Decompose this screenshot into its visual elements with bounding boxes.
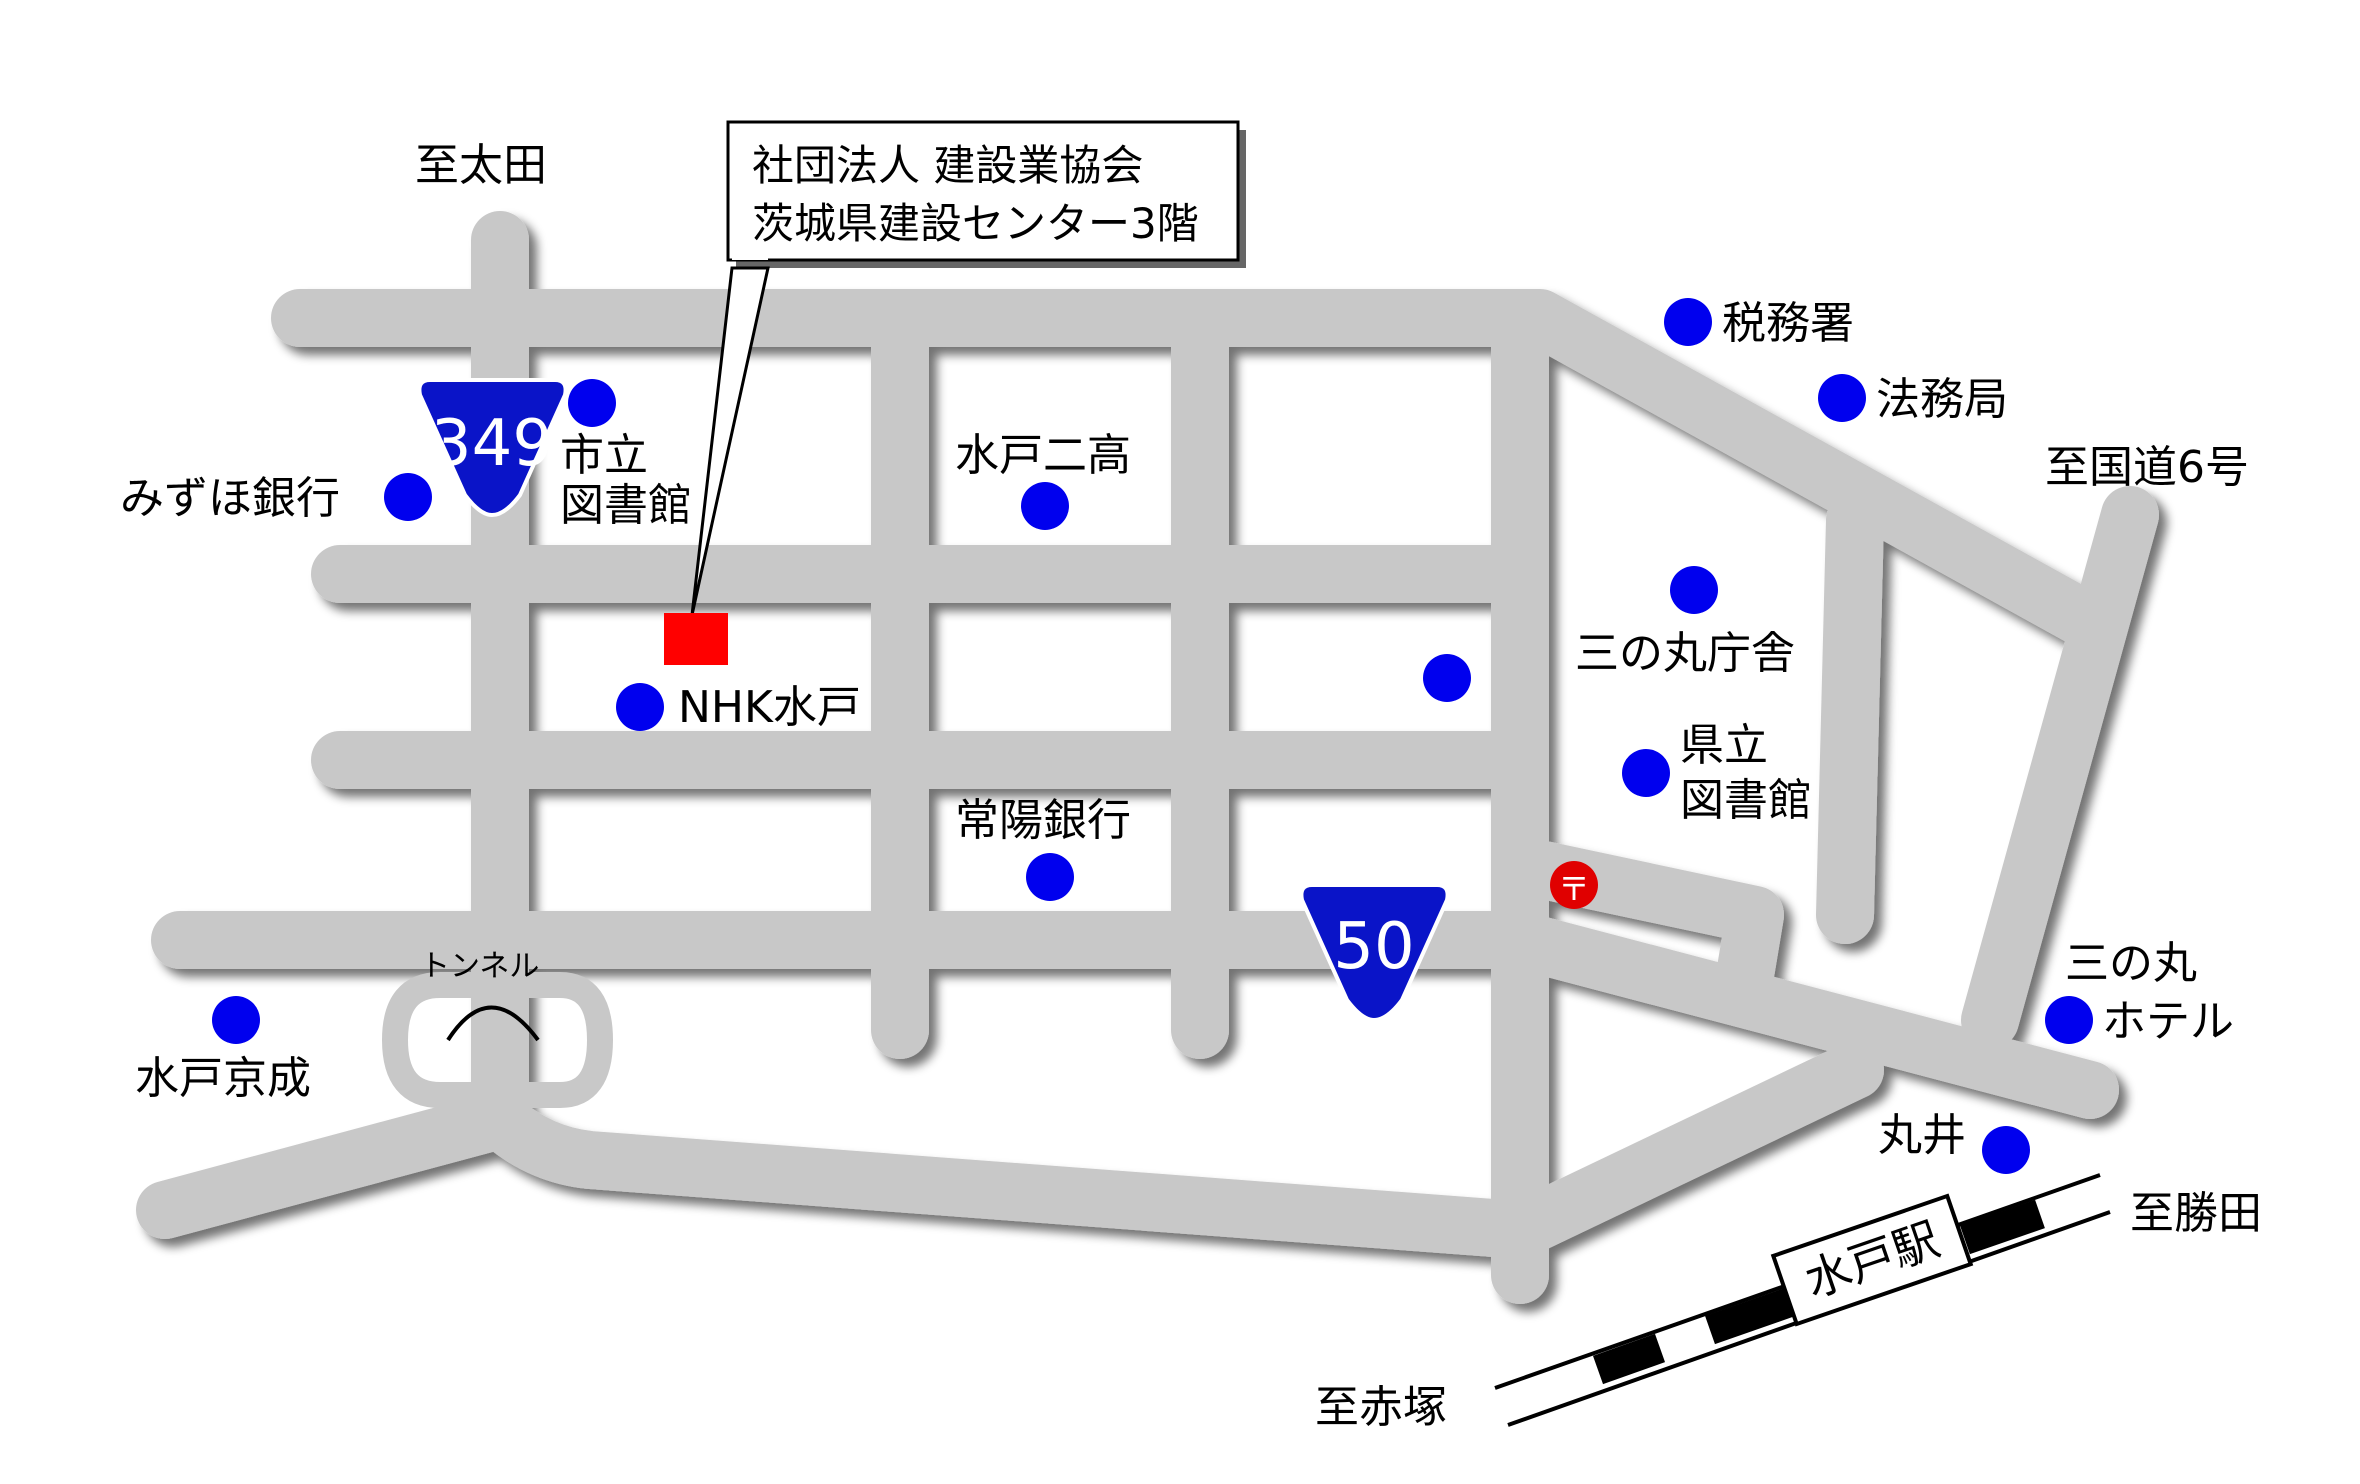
label-mito-nikou: 水戸二高 (955, 430, 1131, 481)
dot-pref-library (1622, 749, 1670, 797)
callout-line2: 茨城県建設センター3階 (752, 199, 1199, 248)
route-349-number: 349 (431, 407, 553, 481)
dot-sannomaru-office (1670, 566, 1718, 614)
label-pref-library-2: 図書館 (1680, 775, 1812, 826)
label-tax-office: 税務署 (1722, 298, 1854, 349)
route-50-number: 50 (1333, 910, 1414, 984)
callout-line1: 社団法人 建設業協会 (752, 141, 1143, 190)
route-50-shield: 50 (1299, 883, 1450, 1023)
dot-mito-nikou (1021, 482, 1069, 530)
road-inner-east (1816, 491, 1884, 944)
dot-joyo-bank (1026, 853, 1074, 901)
road-east (1961, 486, 2159, 1049)
dot-nhk (616, 683, 664, 731)
railway: 水戸駅 (1494, 1173, 2111, 1427)
station-sign: 水戸駅 (1770, 1193, 1974, 1327)
dot-legal-affairs (1818, 374, 1866, 422)
label-marui: 丸井 (1878, 1110, 1966, 1161)
dot-tax-office (1664, 298, 1712, 346)
label-sannomaru-hotel-1: 三の丸 (2065, 938, 2197, 989)
destination-marker (664, 613, 728, 665)
tunnel-label: トンネル (420, 949, 539, 984)
label-nhk: NHK水戸 (678, 682, 861, 733)
label-pref-library-1: 県立 (1680, 720, 1768, 771)
dot-mizuho (384, 473, 432, 521)
label-southeast: 至勝田 (2130, 1188, 2262, 1239)
labels: 至太田 至国道6号 至勝田 至赤塚 みずほ銀行 市立 図書館 水戸二高 NHK水… (120, 140, 2262, 1433)
label-sannomaru-office: 三の丸庁舎 (1575, 628, 1795, 679)
road-inner-diag (1491, 836, 1784, 1004)
dot-city-library (568, 379, 616, 427)
landmark-dots (212, 298, 2093, 1174)
post-office-icon: 〒 (1550, 861, 1598, 909)
dot-unnamed (1423, 654, 1471, 702)
svg-text:〒: 〒 (1558, 870, 1590, 908)
label-mito-keisei: 水戸京成 (135, 1053, 311, 1104)
dot-marui (1982, 1126, 2030, 1174)
label-city-library-1: 市立 (560, 430, 648, 481)
label-southwest: 至赤塚 (1315, 1382, 1447, 1433)
label-east: 至国道6号 (2045, 442, 2249, 493)
route-349-shield: 349 (417, 378, 568, 518)
label-mizuho: みずほ銀行 (120, 473, 340, 524)
dot-mito-keisei (212, 996, 260, 1044)
tunnel-arc-icon (446, 1005, 540, 1042)
label-city-library-2: 図書館 (560, 480, 692, 531)
dot-sannomaru-hotel (2045, 996, 2093, 1044)
destination-callout: 社団法人 建設業協会 茨城県建設センター3階 (690, 120, 1246, 616)
tunnel: トンネル (381, 949, 614, 1108)
label-joyo-bank: 常陽銀行 (955, 795, 1131, 846)
label-legal-affairs: 法務局 (1876, 374, 2008, 425)
label-sannomaru-hotel-2: ホテル (2102, 996, 2234, 1047)
label-north: 至太田 (415, 140, 547, 191)
